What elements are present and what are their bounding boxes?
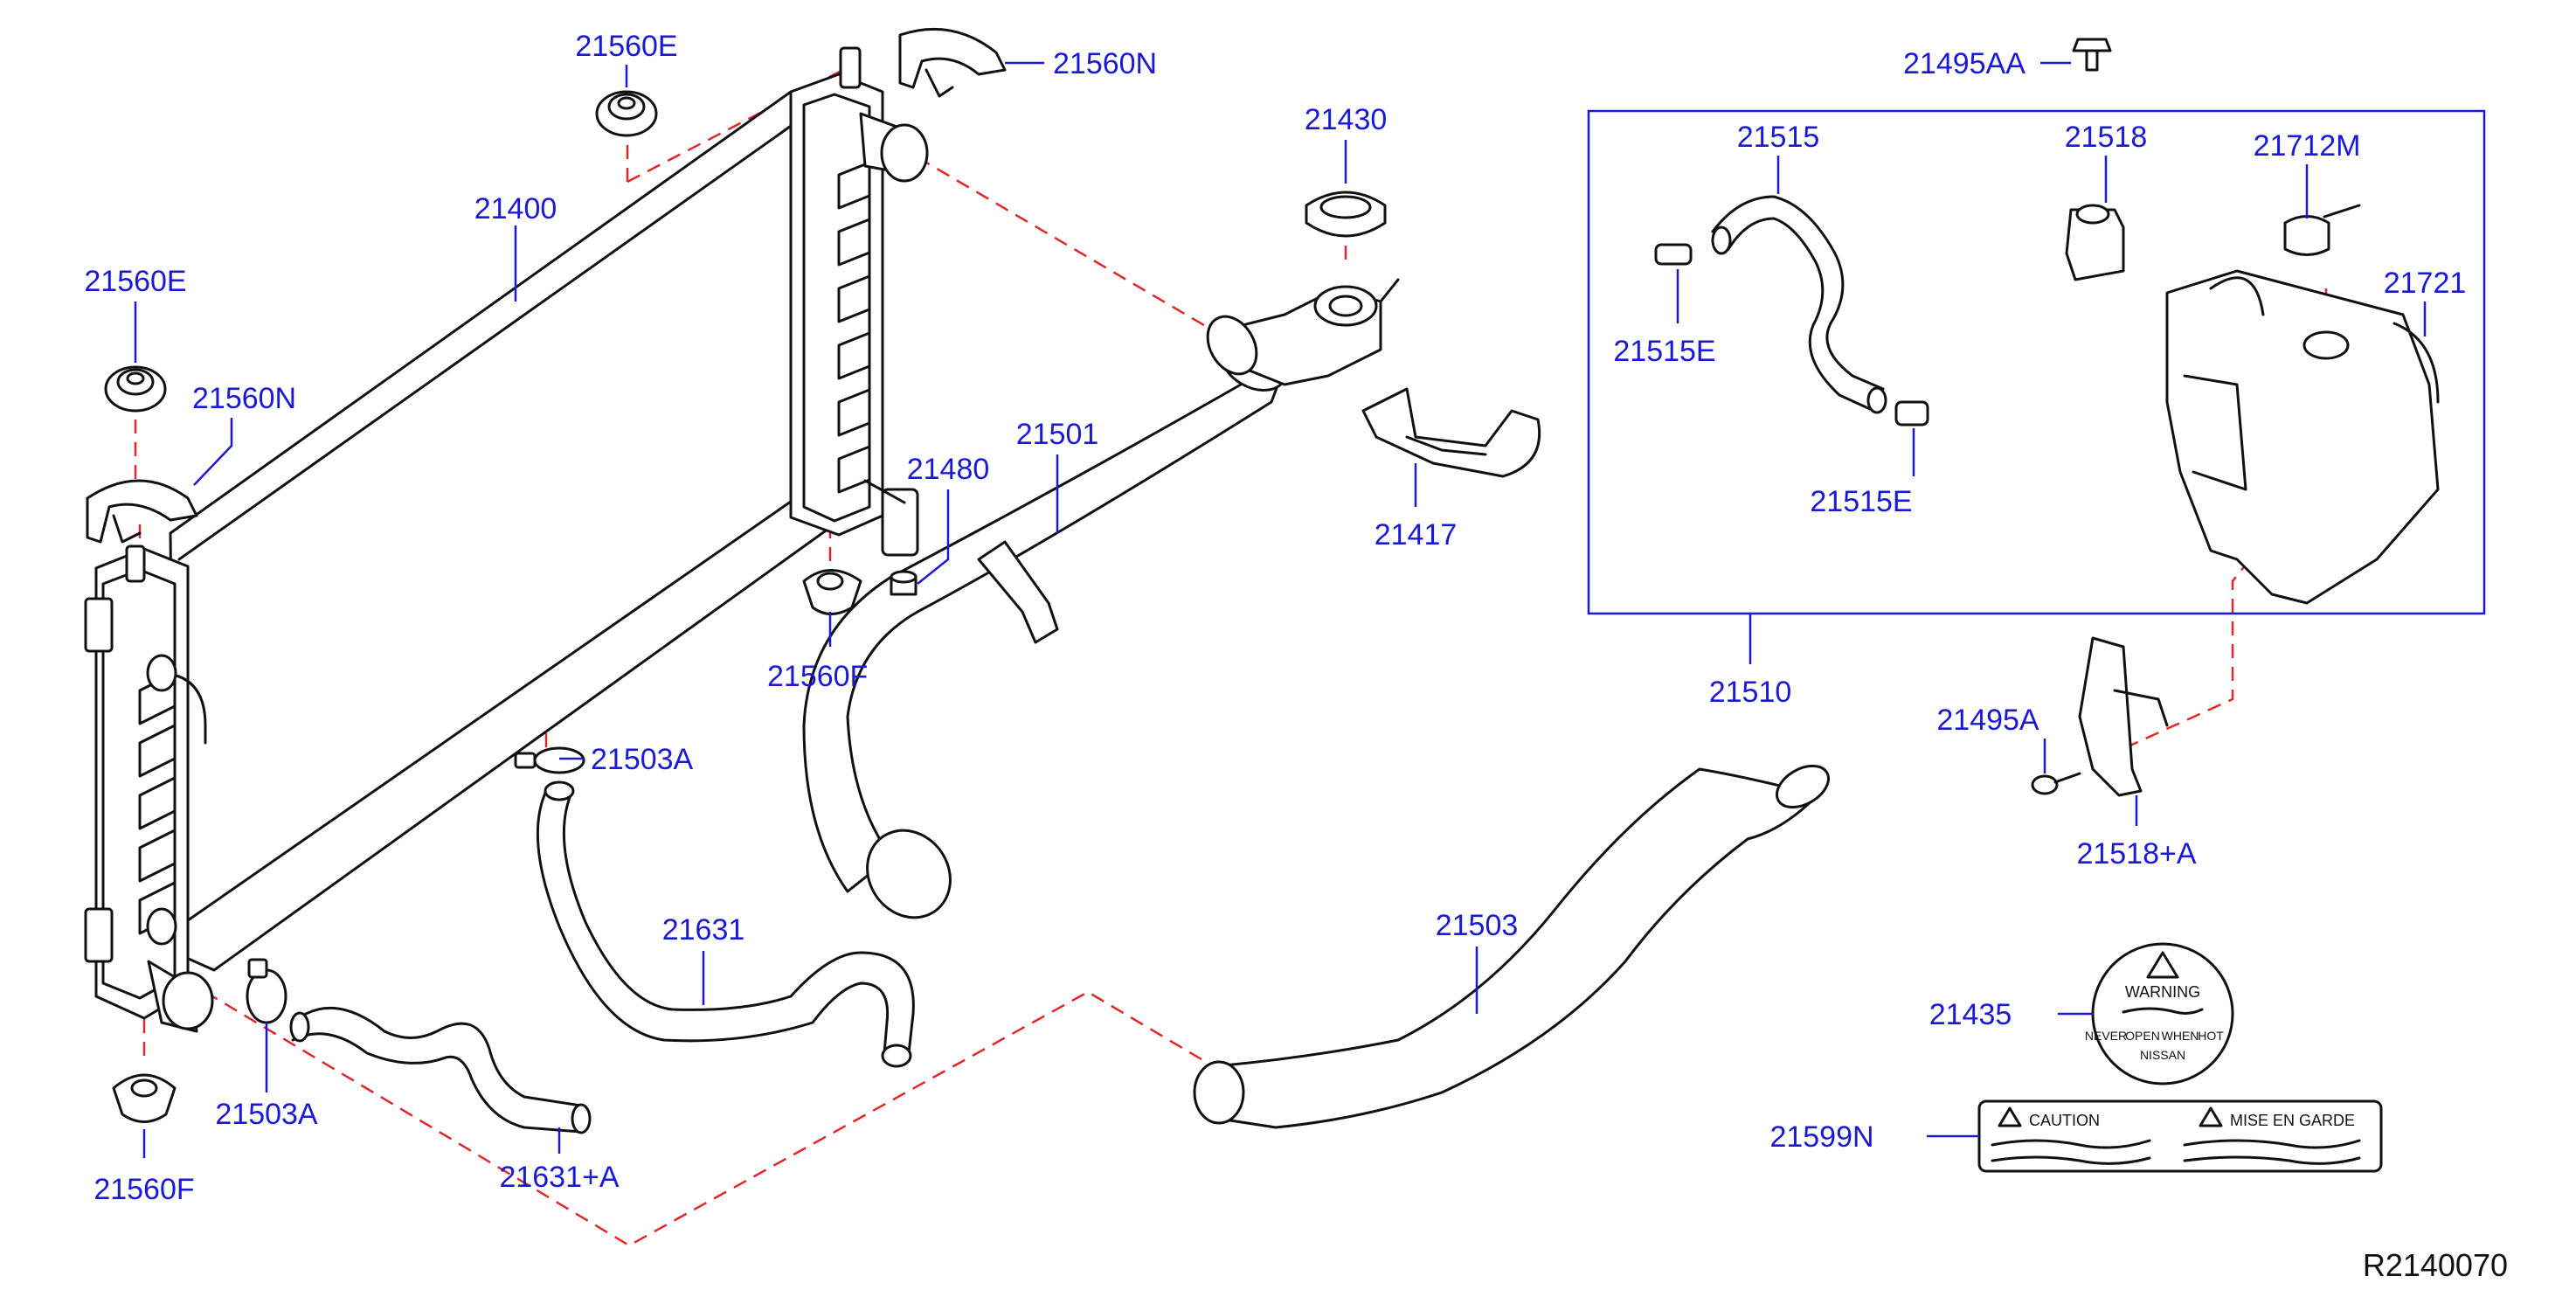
drain-plug-21480 [890, 570, 918, 596]
label-21501: 21501 [1016, 418, 1099, 451]
bracket-21560n-left [86, 479, 198, 544]
reservoir-tank-21721 [2165, 269, 2440, 605]
label-21495a: 21495A [1936, 704, 2039, 737]
overflow-hose-21515 [1711, 195, 1887, 414]
clamp-21503a-top [514, 746, 585, 774]
label-21515e-a: 21515E [1613, 335, 1715, 368]
filler-neck [1206, 278, 1400, 386]
label-21480: 21480 [907, 453, 990, 486]
label-21518a: 21518+A [2076, 837, 2196, 870]
label-21495aa: 21495AA [1903, 47, 2025, 80]
grommet-21560e-left [104, 365, 167, 413]
label-21560f-mid: 21560F [767, 660, 868, 693]
label-21430: 21430 [1305, 103, 1388, 136]
leader-lines [134, 61, 2427, 1158]
label-21599n: 21599N [1769, 1120, 1873, 1154]
diagram-code: R2140070 [2363, 1247, 2508, 1283]
label-21560f-bottom: 21560F [93, 1173, 194, 1206]
clamp-21503a-bottom [246, 958, 287, 1024]
grommet-21560e-top [595, 90, 658, 137]
reservoir-kit-box [1587, 109, 2486, 615]
label-21631: 21631 [662, 913, 745, 947]
hose-clip-21515e-b [1894, 400, 1929, 427]
warning-word-2: OPEN [2125, 1029, 2160, 1043]
lower-hose-21503 [1193, 764, 1830, 1129]
label-21518: 21518 [2065, 121, 2148, 154]
label-21515e-b: 21515E [1810, 485, 1912, 518]
label-21400: 21400 [474, 192, 557, 225]
caution-title-fr: MISE EN GARDE [2230, 1112, 2355, 1129]
radiator-cap-21430 [1305, 191, 1387, 238]
label-21417: 21417 [1375, 518, 1458, 551]
bracket-21518 [2065, 204, 2125, 281]
bolt-21495a [2031, 772, 2081, 795]
warning-label-21435: WARNING NEVER OPEN WHEN HOT NISSAN [2085, 942, 2234, 1085]
label-21515: 21515 [1737, 121, 1820, 154]
hose-21631a [289, 1006, 592, 1134]
caution-label-21599n: CAUTION MISE EN GARDE [1977, 1099, 2383, 1173]
hose-clip-21515e-a [1654, 243, 1693, 266]
label-21560e-left: 21560E [84, 265, 186, 298]
label-21560n-left: 21560N [192, 382, 296, 415]
label-21560e-top: 21560E [575, 30, 677, 63]
part-labels: 21560E 21560N 21400 21560E 21560N 21430 … [84, 30, 2466, 1206]
warning-word-3: WHEN [2162, 1029, 2199, 1043]
label-21503: 21503 [1436, 909, 1519, 942]
label-21510: 21510 [1709, 676, 1792, 709]
bolt-21495aa [2072, 38, 2112, 72]
warning-word-1: NEVER [2085, 1029, 2127, 1043]
label-21503a-top: 21503A [591, 743, 694, 776]
warning-word-4: HOT [2198, 1029, 2224, 1043]
label-21560n-top: 21560N [1053, 47, 1157, 80]
radiator-core [84, 46, 929, 1033]
label-21721: 21721 [2384, 267, 2467, 300]
label-21631a: 21631+A [499, 1161, 619, 1194]
label-21712m: 21712M [2254, 129, 2361, 163]
grommet-21560f-bottom [112, 1073, 177, 1123]
label-21435: 21435 [1929, 998, 2012, 1031]
caution-title: CAUTION [2029, 1112, 2100, 1129]
warning-title: WARNING [2125, 983, 2200, 1001]
mount-bracket-21518a [2078, 636, 2169, 797]
label-21503a-bottom: 21503A [215, 1098, 318, 1131]
warning-brand: NISSAN [2140, 1048, 2185, 1062]
reservoir-cap-21712m [2283, 204, 2361, 256]
deflector-21417 [1361, 387, 1541, 478]
grommet-21560f-mid [802, 569, 862, 615]
bracket-21560n-top [898, 27, 1007, 98]
hose-21631 [536, 780, 915, 1068]
